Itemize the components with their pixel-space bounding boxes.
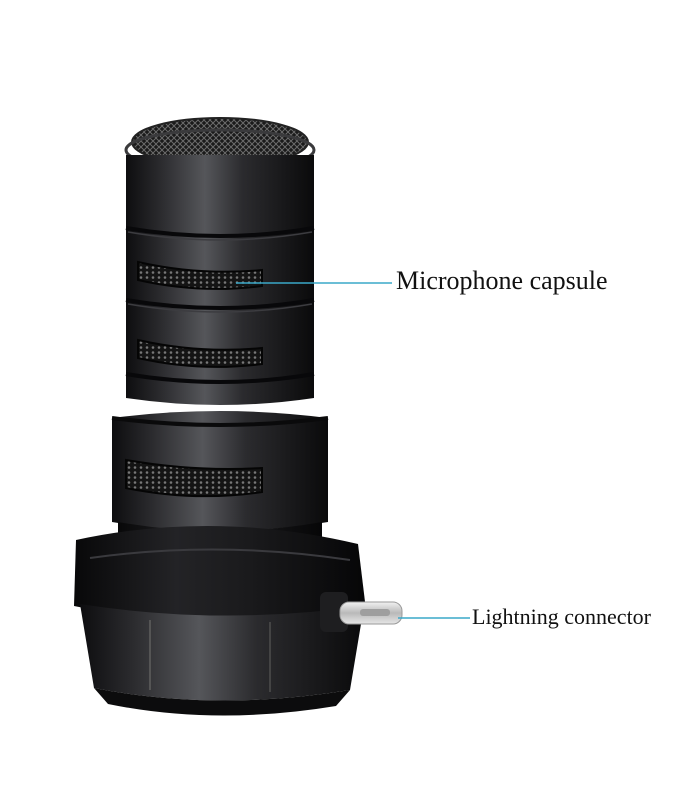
capsule-housing <box>125 155 315 405</box>
lower-body <box>111 411 329 531</box>
mount-base <box>74 525 366 716</box>
callout-label-capsule: Microphone capsule <box>396 266 608 295</box>
callout-label-connector: Lightning connector <box>472 604 652 629</box>
lightning-plug-icon <box>320 592 403 632</box>
